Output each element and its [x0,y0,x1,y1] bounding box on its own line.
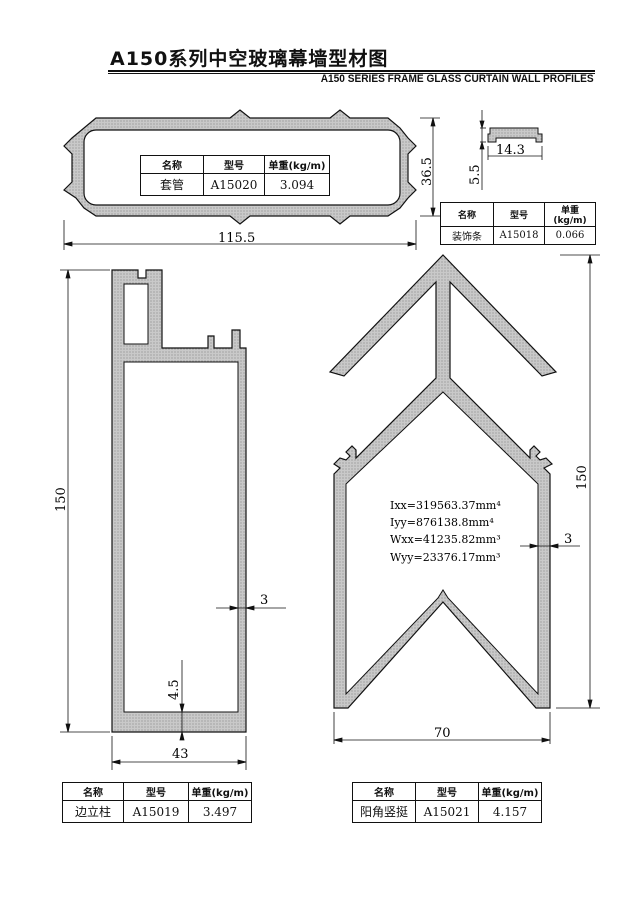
page-title: A150系列中空玻璃幕墙型材图 [110,48,389,70]
edge-height-label: 150 [54,487,69,512]
prop-wxx: Wxx=41235.82mm³ [390,533,501,546]
corner-width-label: 70 [434,726,451,741]
trim-weight: 0.066 [544,226,596,245]
edge-spec-table: 名称 型号 单重(kg/m) 边立柱 A15019 3.497 [62,782,252,823]
corner-weight: 4.157 [478,800,542,823]
corner-spec-table: 名称 型号 单重(kg/m) 阳角竖挺 A15021 4.157 [352,782,542,823]
header-weight: 单重(kg/m) [544,202,596,227]
sleeve-spec-table: 名称 型号 单重(kg/m) 套管 A15020 3.094 [140,155,330,196]
trim-model: A15018 [493,226,545,245]
corner-mullion-dimensions [333,254,600,744]
edge-width-label: 43 [172,747,189,762]
edge-weight: 3.497 [188,800,252,823]
sleeve-height-label: 36.5 [420,157,435,186]
header-model: 型号 [203,155,265,174]
header-weight: 单重(kg/m) [478,782,542,801]
sleeve-model: A15020 [203,173,265,196]
header-name: 名称 [440,202,494,227]
sleeve-width-label: 115.5 [218,231,255,246]
title-rule-thin [108,73,595,74]
sleeve-name: 套管 [140,173,204,196]
corner-name: 阳角竖挺 [352,800,416,823]
edge-model: A15019 [123,800,189,823]
edge-name: 边立柱 [62,800,124,823]
header-name: 名称 [140,155,204,174]
page-subtitle: A150 SERIES FRAME GLASS CURTAIN WALL PRO… [321,73,594,85]
trim-width-label: 14.3 [496,143,525,158]
prop-iyy: Iyy=876138.8mm⁴ [390,516,494,529]
trim-profile [487,127,543,143]
header-model: 型号 [123,782,189,801]
header-name: 名称 [62,782,124,801]
corner-model: A15021 [415,800,479,823]
title-rule [108,70,595,72]
prop-wyy: Wyy=23376.17mm³ [390,551,500,564]
edge-mullion-dimensions [60,269,286,770]
header-weight: 单重(kg/m) [188,782,252,801]
trim-spec-table: 名称 型号 单重(kg/m) 装饰条 A15018 0.066 [440,202,596,245]
trim-dimensions [479,110,543,190]
header-model: 型号 [415,782,479,801]
corner-wall-label: 3 [564,532,572,547]
edge-wall-label: 3 [260,593,268,608]
header-weight: 单重(kg/m) [264,155,330,174]
corner-height-label: 150 [575,465,590,490]
corner-mullion-profile [328,254,558,709]
sleeve-weight: 3.094 [264,173,330,196]
sleeve-dimensions [63,117,440,250]
trim-height-label: 5.5 [468,164,483,185]
edge-mullion-profile [111,269,247,733]
edge-bottom-label: 4.5 [167,679,182,700]
trim-name: 装饰条 [440,226,494,245]
header-name: 名称 [352,782,416,801]
header-model: 型号 [493,202,545,227]
prop-ixx: Ixx=319563.37mm⁴ [390,499,501,512]
